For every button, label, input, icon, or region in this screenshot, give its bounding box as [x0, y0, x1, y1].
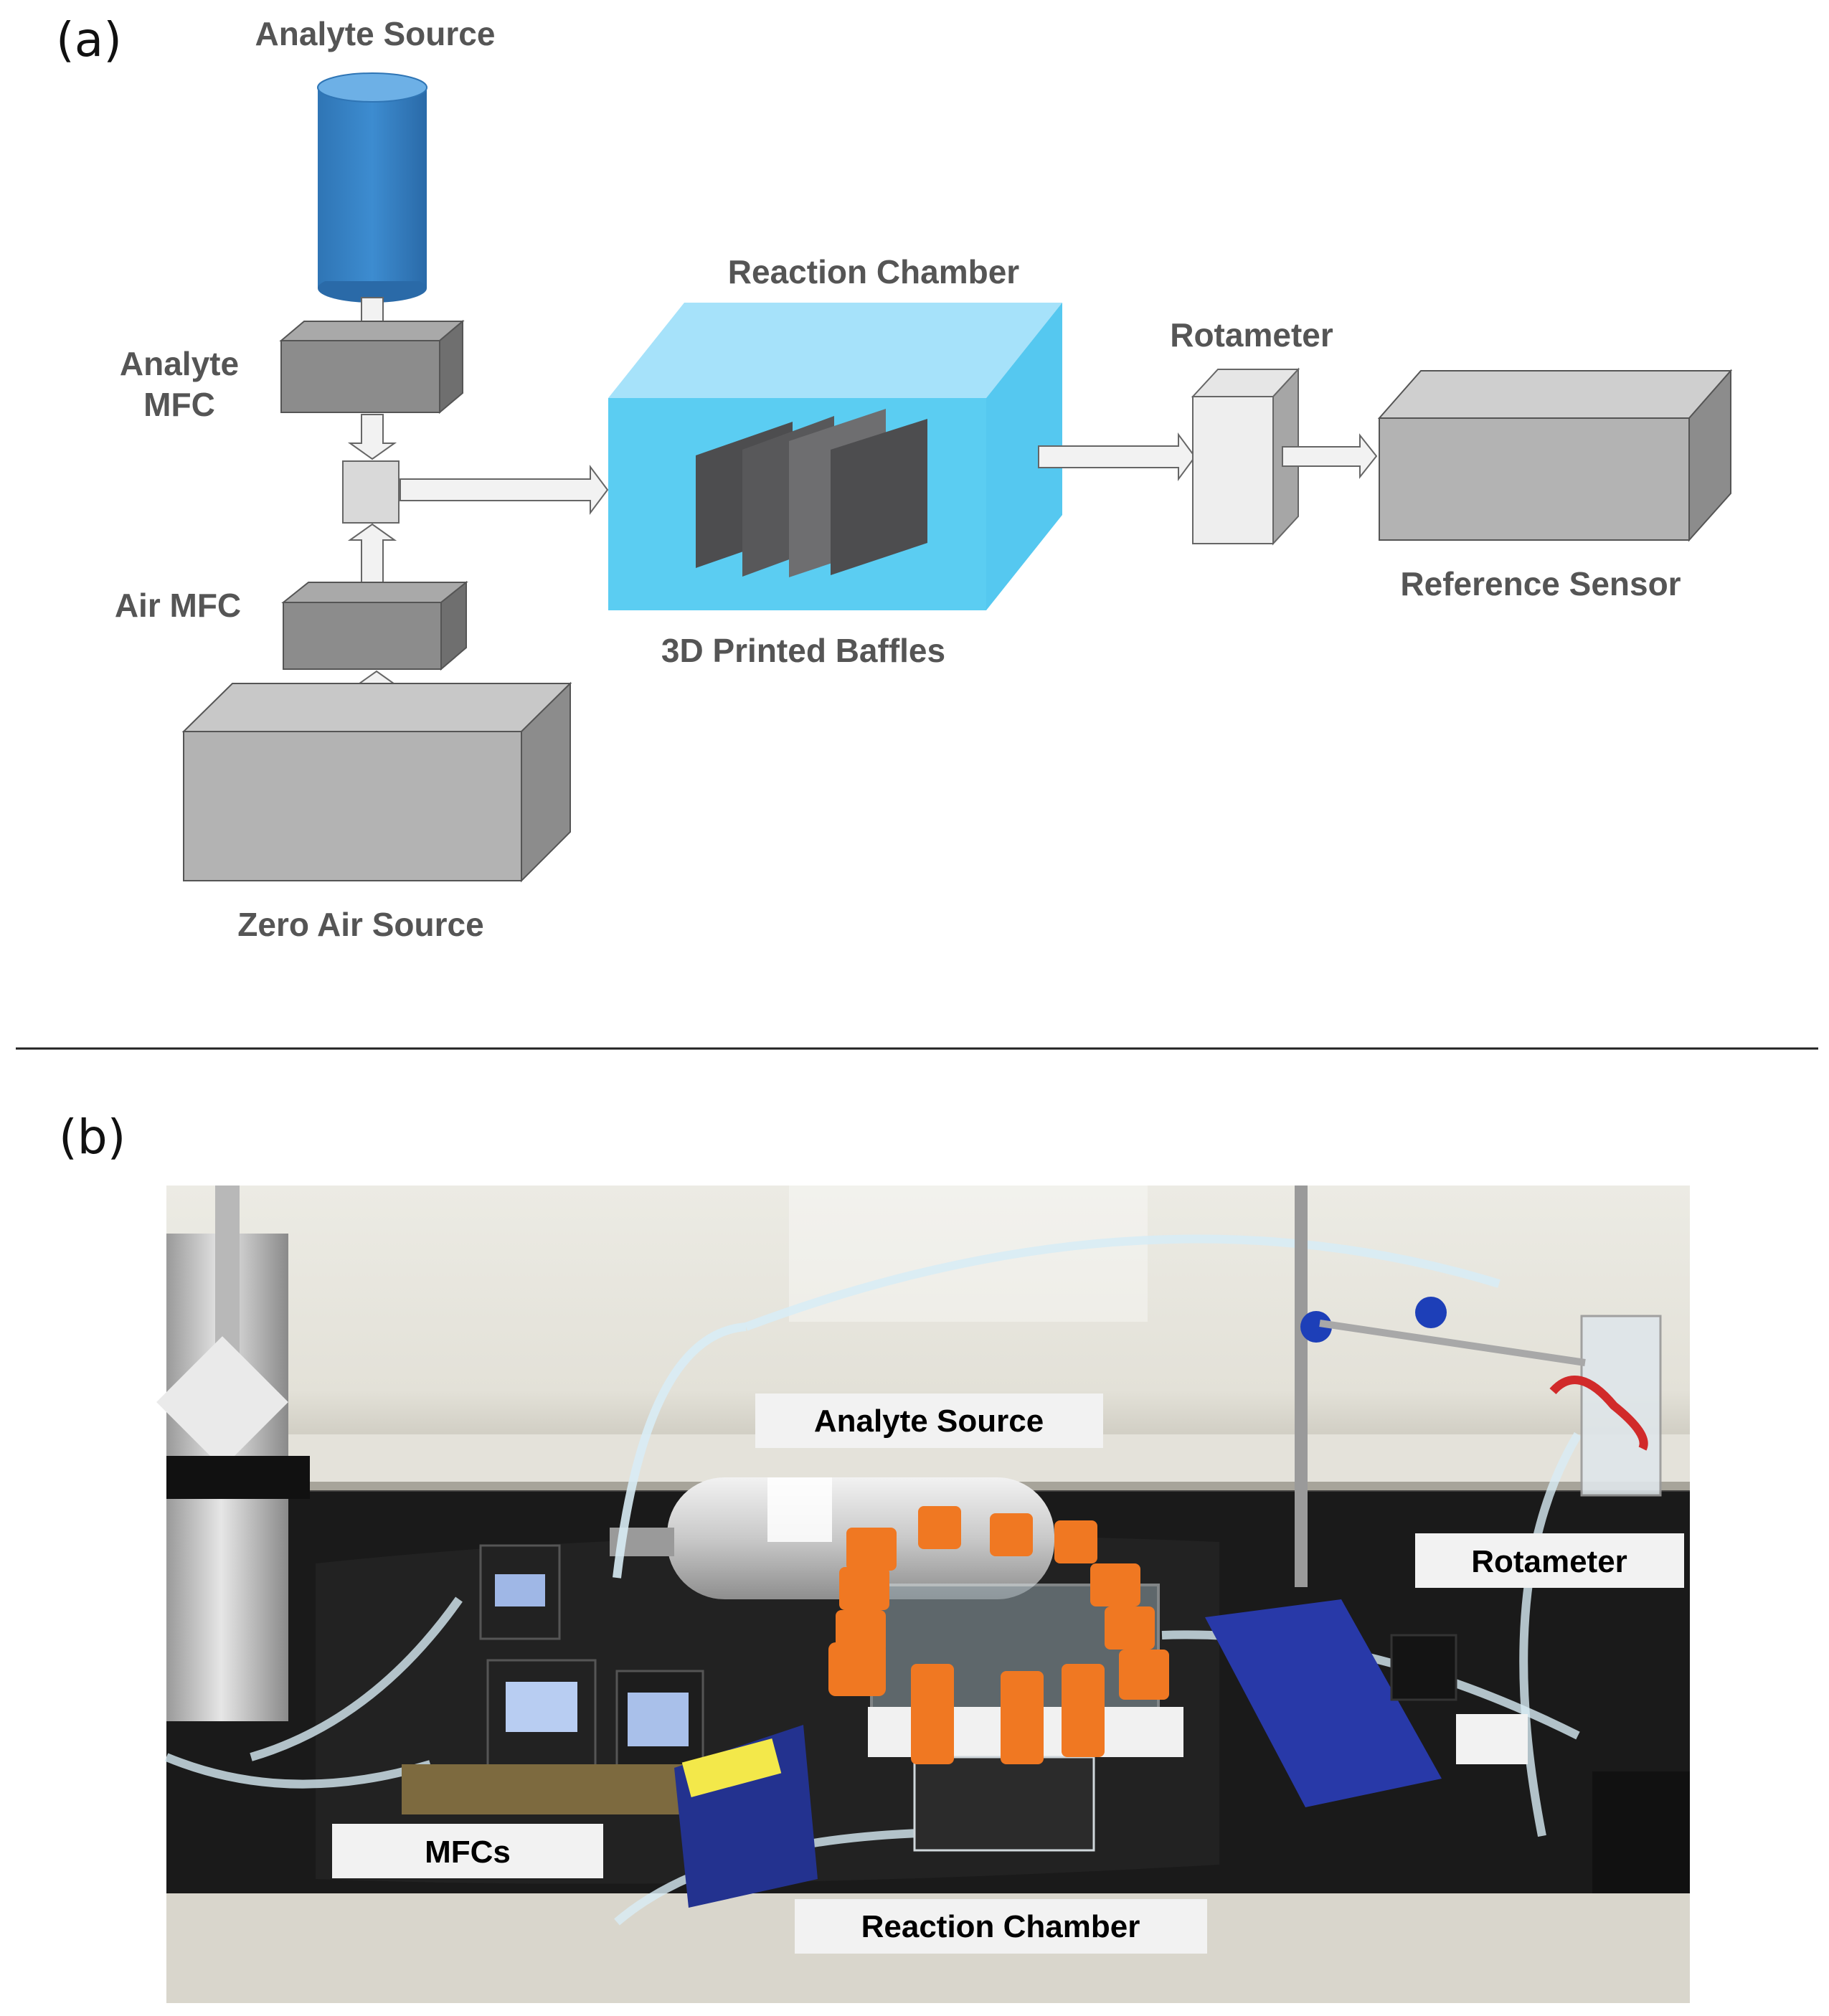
lab-setup-photo — [156, 1186, 1690, 2003]
zero-air-source-label: Zero Air Source — [237, 906, 483, 943]
air-mfc-box — [281, 580, 468, 671]
printed-baffles — [696, 409, 927, 577]
reference-sensor-box — [1377, 369, 1733, 542]
arrow-mfc-to-junction — [347, 414, 397, 460]
arrow-rotameter-to-sensor — [1282, 433, 1378, 479]
analyte-mfc-box — [279, 319, 465, 415]
callout-reaction-chamber: Reaction Chamber — [795, 1899, 1207, 1954]
analyte-mfc-label-line1: Analyte — [120, 345, 239, 382]
callout-rotameter-label: Rotameter — [1471, 1544, 1627, 1579]
arrow-junction-to-chamber — [400, 465, 609, 515]
callout-mfcs-label: MFCs — [425, 1835, 511, 1870]
callout-analyte-source-label: Analyte Source — [814, 1404, 1044, 1439]
zero-air-source-box — [181, 681, 572, 883]
callout-rotameter: Rotameter — [1415, 1533, 1684, 1588]
callout-reaction-chamber-label: Reaction Chamber — [861, 1909, 1140, 1944]
reference-sensor-label: Reference Sensor — [1400, 565, 1681, 602]
panel-a: (a) Analyte Source Analyte MFC — [56, 12, 1733, 943]
analyte-source-cylinder — [317, 72, 427, 303]
panel-b-label: (b) — [59, 1109, 126, 1165]
reaction-chamber-label: Reaction Chamber — [728, 253, 1020, 290]
rotameter-box — [1191, 367, 1300, 546]
junction-box — [342, 460, 400, 524]
panel-b: (b) — [59, 1109, 1690, 2003]
rotameter-label: Rotameter — [1170, 316, 1333, 354]
analyte-source-label: Analyte Source — [255, 15, 496, 52]
baffles-label: 3D Printed Baffles — [661, 632, 945, 669]
panel-a-label: (a) — [56, 12, 122, 67]
arrow-airmfc-to-junction — [347, 523, 397, 589]
callout-mfcs: MFCs — [332, 1824, 603, 1878]
air-mfc-label: Air MFC — [115, 587, 241, 624]
arrow-chamber-to-rotameter — [1038, 432, 1196, 482]
analyte-mfc-label-line2: MFC — [143, 386, 215, 423]
callout-analyte-source: Analyte Source — [755, 1393, 1103, 1448]
